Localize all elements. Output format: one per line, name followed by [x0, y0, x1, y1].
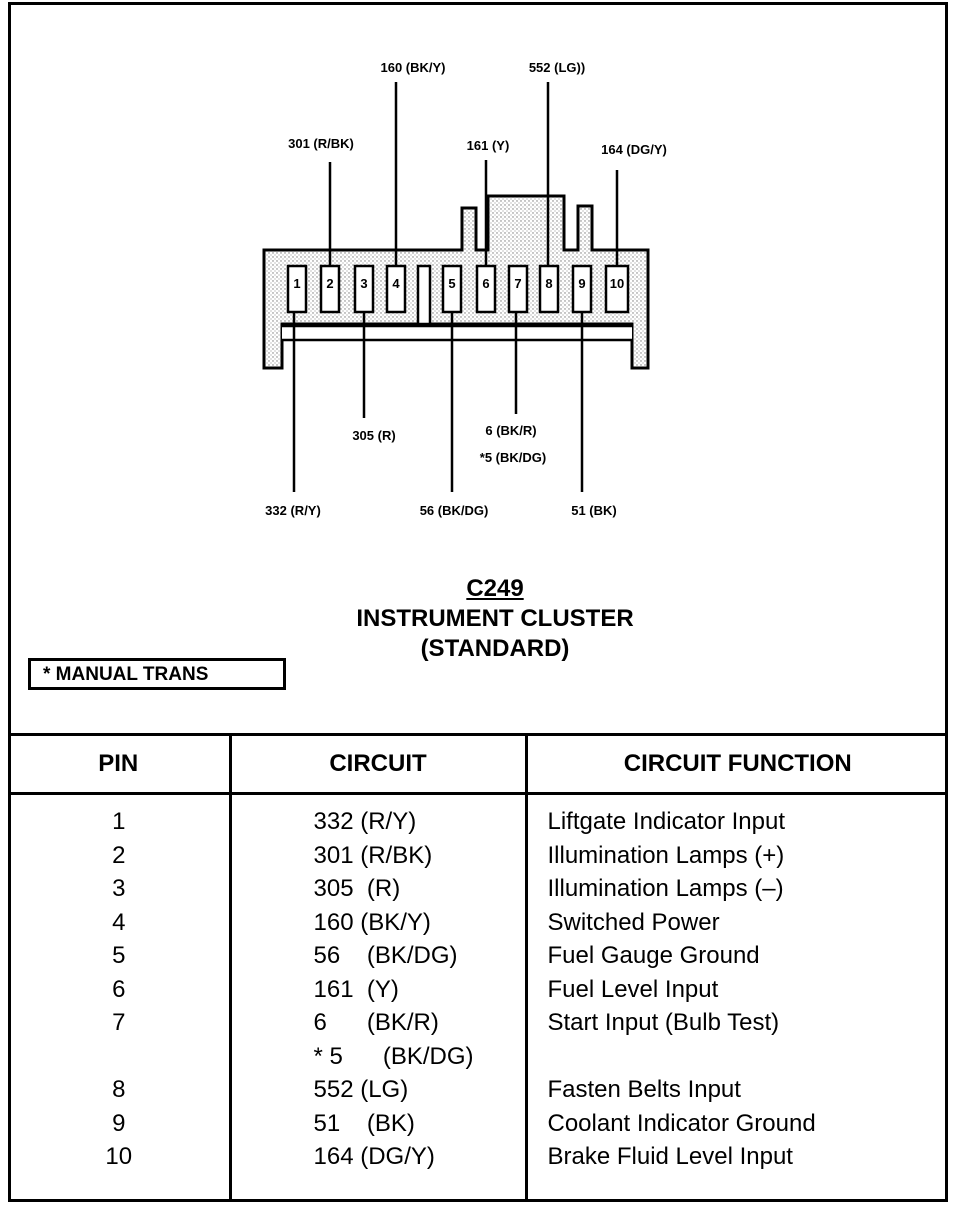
- row-function: Liftgate Indicator Input: [547, 808, 786, 835]
- connector-name: INSTRUMENT CLUSTER: [356, 605, 634, 632]
- pin-cavity-label-9: 9: [578, 276, 585, 291]
- row-pin: 3: [112, 875, 126, 902]
- pin-column: 1 2 3 4 5 6 7 8 9 10: [8, 794, 230, 1203]
- row-function: Fuel Level Input: [547, 975, 719, 1003]
- pin-cavity-1: [286, 264, 308, 314]
- circuit-column: 332 (R/Y) 301 (R/BK) 305 (R) 160 (BK/Y) 56 (…: [228, 793, 526, 1202]
- wire-label-305: 305 (R): [352, 428, 395, 443]
- manual-trans-note: * MANUAL TRANS: [28, 658, 286, 690]
- header-circuit-function: CIRCUIT FUNCTION: [524, 733, 948, 795]
- row-pin: 7: [112, 1009, 126, 1036]
- header-pin: PIN: [8, 733, 230, 795]
- row-circuit: 161 (Y): [313, 975, 399, 1003]
- row-pin: 4: [112, 908, 126, 936]
- pin-cavity-label-4: 4: [392, 276, 400, 291]
- pin-cavity-label-3: 3: [360, 276, 367, 291]
- row-circuit: 301 (R/BK): [313, 841, 433, 869]
- row-function: Brake Fluid Level Input: [547, 1143, 793, 1170]
- connector-variant: (STANDARD): [420, 635, 570, 662]
- row-pin: [9, 1040, 229, 1074]
- row-circuit: 164 (DG/Y): [313, 1143, 435, 1170]
- row-circuit: 332 (R/Y): [313, 808, 417, 835]
- pin-cavity-label-7: 7: [514, 276, 521, 291]
- wire-label-332: 332 (R/Y): [265, 503, 321, 518]
- pin-cavity-label-8: 8: [545, 276, 552, 291]
- row-function: Illumination Lamps (+): [547, 841, 785, 869]
- row-function: Illumination Lamps (–): [547, 875, 784, 902]
- row-function: Switched Power: [547, 908, 720, 936]
- row-pin: 10: [105, 1143, 133, 1170]
- wire-label-5: *5 (BK/DG): [480, 450, 546, 465]
- wire-label-160: 160 (BK/Y): [380, 60, 445, 75]
- row-circuit: * 5 (BK/DG): [313, 1042, 474, 1070]
- row-function: Start Input (Bulb Test): [547, 1009, 780, 1036]
- wire-label-51: 51 (BK): [571, 503, 617, 518]
- row-pin: 9: [112, 1109, 126, 1137]
- connector-diagram: 1 2 3 4 5 6 7 8 9 10 160 (BK/Y) 552 (LG)) 301 (R/…: [262, 60, 667, 518]
- wire-label-56: 56 (BK/DG): [420, 503, 489, 518]
- wire-label-552: 552 (LG)): [529, 60, 585, 75]
- row-function: Coolant Indicator Ground: [547, 1109, 816, 1137]
- row-function: Fasten Belts Input: [547, 1076, 741, 1103]
- pin-cavity-label-10: 10: [610, 276, 624, 291]
- pin-table-body: 1 2 3 4 5 6 7 8 9 10 332 (R/Y) 301 (R/BK) 305 (R) 16…: [8, 793, 948, 1203]
- row-circuit: 160 (BK/Y): [313, 908, 431, 936]
- row-pin: 2: [112, 841, 126, 869]
- row-circuit: 305 (R): [313, 875, 401, 902]
- pin-cavity-label-1: 1: [293, 276, 300, 291]
- row-circuit: 552 (LG): [313, 1076, 409, 1103]
- row-circuit: 51 (BK): [313, 1109, 415, 1137]
- row-circuit: 6 (BK/R): [313, 1009, 439, 1036]
- connector-title: C249 INSTRUMENT CLUSTER (STANDARD): [250, 574, 740, 664]
- header-circuit: CIRCUIT: [228, 733, 526, 795]
- row-pin: 5: [112, 942, 126, 969]
- row-pin: 1: [112, 808, 126, 835]
- pin-cavity-7: [507, 264, 529, 314]
- pin-cavity-label-6: 6: [482, 276, 489, 291]
- pin-table-header: PIN CIRCUIT CIRCUIT FUNCTION: [8, 733, 948, 795]
- row-function: [548, 1040, 948, 1074]
- pin-cavity-label-5: 5: [448, 276, 455, 291]
- wire-label-301: 301 (R/BK): [288, 136, 354, 151]
- row-function: Fuel Gauge Ground: [547, 942, 760, 969]
- pin-table: PIN CIRCUIT CIRCUIT FUNCTION 1 2 3 4 5 6 7 8 9 10…: [8, 733, 948, 1202]
- row-pin: 8: [112, 1076, 126, 1103]
- row-pin: 6: [112, 975, 126, 1003]
- wire-label-6: 6 (BK/R): [485, 423, 536, 438]
- connector-code: C249: [466, 575, 524, 602]
- wire-label-161: 161 (Y): [467, 138, 510, 153]
- connector-key-slot: [416, 264, 432, 326]
- row-circuit: 56 (BK/DG): [313, 942, 458, 969]
- wire-label-164: 164 (DG/Y): [601, 142, 667, 157]
- pin-cavity-label-2: 2: [326, 276, 333, 291]
